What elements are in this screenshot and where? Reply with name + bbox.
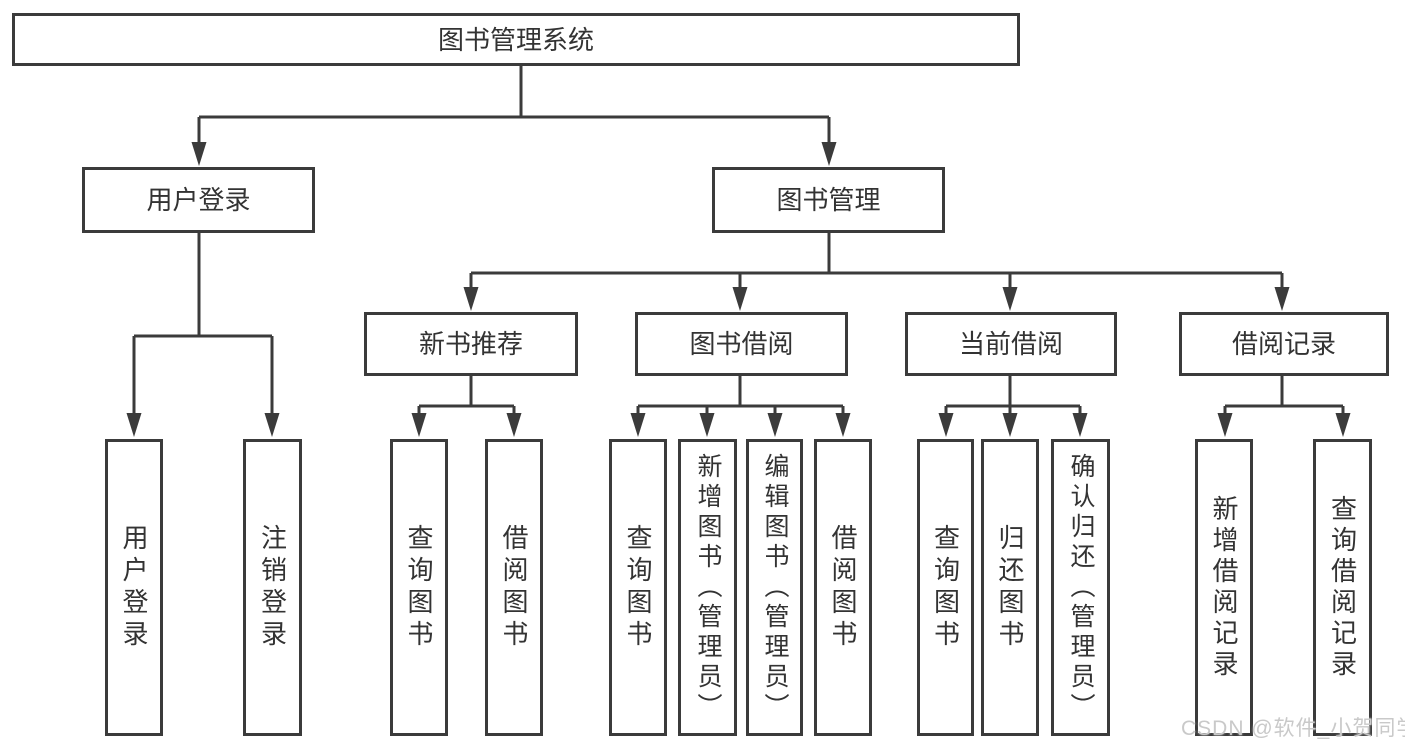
- arrowhead: [463, 287, 479, 311]
- arrowhead: [411, 413, 427, 437]
- node-leaf-user-login: 用户登录: [105, 439, 163, 736]
- node-leaf-borrow-books-1: 借阅图书: [485, 439, 543, 736]
- node-label: 新增图书（管理员）: [694, 452, 722, 723]
- node-label: 注销登录: [257, 523, 288, 652]
- node-leaf-borrow-books-2: 借阅图书: [814, 439, 872, 736]
- edge-currentborrow-to-leaves: [944, 376, 1082, 416]
- node-label: 用户登录: [119, 523, 149, 652]
- node-label: 查询图书: [930, 523, 961, 652]
- node-leaf-confirm-return-admin: 确认归还（管理员）: [1051, 439, 1110, 736]
- edges: [132, 66, 1345, 416]
- node-borrow-records: 借阅记录: [1179, 312, 1389, 376]
- node-label: 借阅图书: [828, 523, 858, 652]
- arrowhead: [1072, 413, 1088, 437]
- node-root: 图书管理系统: [12, 13, 1020, 66]
- arrowhead: [191, 142, 207, 166]
- arrowhead: [630, 413, 646, 437]
- node-leaf-query-books-1: 查询图书: [390, 439, 448, 736]
- node-label: 当前借阅: [958, 329, 1063, 359]
- node-book-management: 图书管理: [712, 167, 945, 233]
- node-label: 查询借阅记录: [1327, 494, 1358, 681]
- arrowhead: [821, 142, 837, 166]
- node-label: 查询图书: [404, 523, 434, 652]
- arrowhead: [1217, 413, 1233, 437]
- node-current-borrowing: 当前借阅: [905, 312, 1117, 376]
- node-leaf-edit-books-admin: 编辑图书（管理员）: [746, 439, 803, 736]
- edge-bookmgmt-to-level3: [469, 233, 1284, 292]
- edge-bookborrow-to-leaves: [636, 376, 845, 416]
- node-leaf-query-borrow-record: 查询借阅记录: [1313, 439, 1372, 736]
- node-new-book-recommend: 新书推荐: [364, 312, 578, 376]
- watermark-text: CSDN @软件_小贺同学: [1181, 717, 1405, 740]
- node-leaf-add-borrow-record: 新增借阅记录: [1195, 439, 1253, 736]
- node-label: 编辑图书（管理员）: [761, 452, 789, 723]
- edge-newbooks-to-leaves: [417, 376, 516, 416]
- node-book-borrowing: 图书借阅: [635, 312, 848, 376]
- node-leaf-logout: 注销登录: [243, 439, 302, 736]
- node-label: 查询图书: [623, 523, 653, 652]
- arrowhead: [1274, 287, 1290, 311]
- node-leaf-query-books-2: 查询图书: [609, 439, 667, 736]
- arrowhead: [1335, 413, 1351, 437]
- arrowhead: [264, 413, 280, 437]
- node-label: 借阅记录: [1231, 329, 1336, 359]
- node-leaf-add-books-admin: 新增图书（管理员）: [678, 439, 737, 736]
- edge-records-to-leaves: [1223, 376, 1345, 416]
- arrowhead: [699, 413, 715, 437]
- arrowhead: [1002, 413, 1018, 437]
- arrowhead: [506, 413, 522, 437]
- node-label: 借阅图书: [499, 523, 529, 652]
- node-leaf-return-books: 归还图书: [981, 439, 1039, 736]
- arrowhead: [835, 413, 851, 437]
- node-label: 新书推荐: [418, 329, 523, 359]
- node-label: 确认归还（管理员）: [1067, 452, 1095, 723]
- node-label: 图书管理: [776, 185, 881, 215]
- node-label: 归还图书: [995, 523, 1025, 652]
- node-user-login: 用户登录: [82, 167, 315, 233]
- arrowhead: [938, 413, 954, 437]
- node-label: 新增借阅记录: [1209, 494, 1239, 681]
- node-label: 图书借阅: [689, 329, 794, 359]
- arrowhead: [1002, 287, 1018, 311]
- node-label: 图书管理系统: [437, 24, 594, 55]
- node-label: 用户登录: [146, 185, 251, 215]
- edge-root-to-level2: [197, 66, 831, 146]
- node-leaf-query-books-3: 查询图书: [917, 439, 974, 736]
- arrowhead: [126, 413, 142, 437]
- edge-userlogin-to-leaves: [132, 233, 274, 415]
- arrowhead: [767, 413, 783, 437]
- arrowheads: [126, 142, 1351, 437]
- arrowhead: [732, 287, 748, 311]
